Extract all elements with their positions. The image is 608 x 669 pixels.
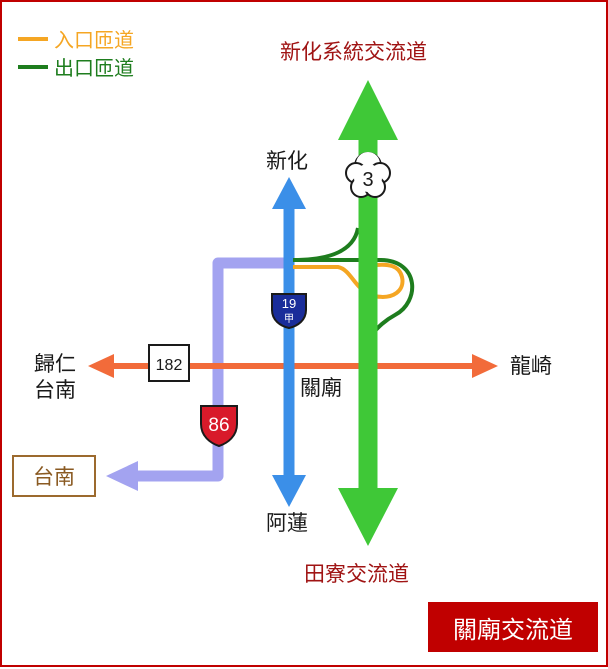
- prov19-shield-suffix: 甲: [284, 314, 294, 325]
- tainan-destination-label: 台南: [33, 465, 75, 489]
- county-182-east-arrowhead: [472, 354, 498, 378]
- legend-exit-ramp: 出口匝道: [18, 52, 134, 81]
- county-182-shield-number: 182: [156, 357, 183, 374]
- expressway-86-shield-number: 86: [208, 415, 229, 436]
- freeway-3-shield: 3: [345, 152, 391, 198]
- expressway-86-arrowhead: [106, 461, 138, 491]
- prov19-south-arrowhead: [272, 475, 306, 507]
- expressway-86-line: [132, 257, 287, 482]
- freeway-3-shield-number: 3: [362, 169, 373, 191]
- exit-ramp-loop: [293, 258, 415, 336]
- interchange-title-box: 關廟交流道: [428, 602, 598, 652]
- alian-label: 阿蓮: [266, 511, 308, 535]
- legend-entrance-swatch: [18, 36, 48, 41]
- longqi-label: 龍崎: [510, 354, 552, 378]
- exit-ramp-merge: [292, 227, 360, 262]
- guanmiao-label: 關廟: [300, 376, 342, 400]
- legend-exit-swatch: [18, 64, 48, 69]
- legend-exit-label: 出口匝道: [54, 56, 134, 80]
- prov19-north-arrowhead: [272, 177, 306, 209]
- freeway-3-south-arrowhead: [338, 488, 398, 546]
- entrance-ramp-loop: [293, 262, 405, 299]
- freeway-3-north-arrowhead: [338, 80, 398, 140]
- prov19-shield: 19 甲: [271, 293, 307, 330]
- tainan-destination-box: 台南: [12, 455, 96, 497]
- south-interchange-label: 田寮交流道: [304, 562, 409, 586]
- interchange-title: 關廟交流道: [453, 615, 573, 644]
- legend-entrance-ramp: 入口匝道: [18, 24, 134, 53]
- prov19-shield-number: 19: [282, 296, 296, 311]
- county-182-west-arrowhead: [88, 354, 114, 378]
- north-interchange-label: 新化系統交流道: [280, 40, 427, 64]
- legend-entrance-label: 入口匝道: [54, 28, 134, 52]
- guiren-label: 歸仁: [34, 352, 76, 376]
- expressway-86-shield: 86: [200, 405, 238, 448]
- xinhua-label: 新化: [266, 149, 308, 173]
- county-182-shield: 182: [148, 344, 190, 382]
- guiren-tainan-label: 台南: [34, 378, 76, 402]
